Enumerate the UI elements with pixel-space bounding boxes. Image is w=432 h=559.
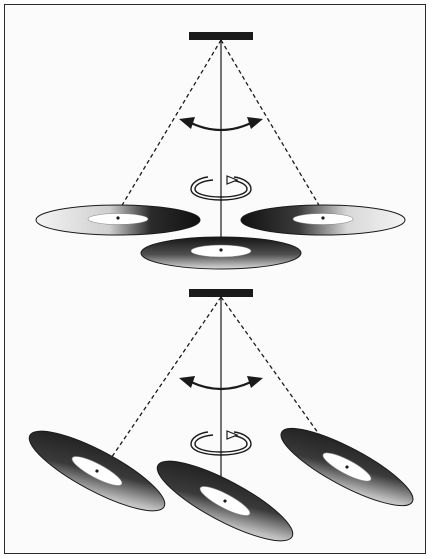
top-panel xyxy=(36,32,405,269)
top-left-swing-line xyxy=(118,40,221,212)
bottom-panel xyxy=(21,289,422,554)
pendulum-disk-diagram xyxy=(5,5,427,555)
bottom-pivot-bar xyxy=(189,289,253,297)
top-right-swing-line xyxy=(221,40,323,212)
bottom-left-swing-line xyxy=(105,297,221,467)
top-pivot-bar xyxy=(189,32,253,40)
top-right-disk xyxy=(241,205,405,235)
bottom-right-disk xyxy=(273,415,422,518)
bottom-left-disk xyxy=(21,418,174,525)
top-center-disk xyxy=(141,237,301,269)
bottom-right-swing-line xyxy=(221,297,331,451)
bottom-center-disk xyxy=(149,448,302,555)
figure-frame xyxy=(4,4,426,554)
top-left-disk xyxy=(36,205,200,235)
